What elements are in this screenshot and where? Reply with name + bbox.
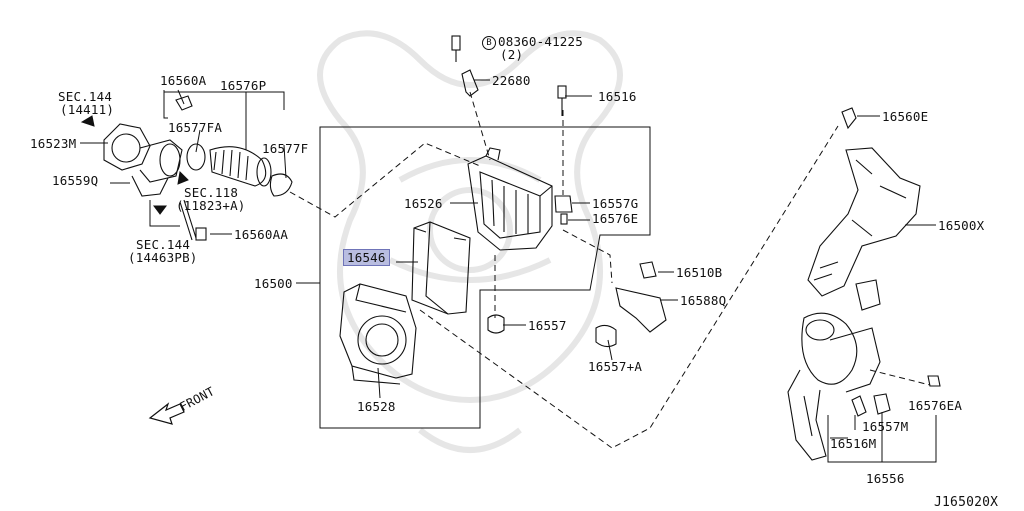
front-arrow-icon — [148, 402, 185, 425]
label-16557A-text: 16557+A — [588, 359, 643, 374]
label-16577FA-text: 16577FA — [168, 120, 223, 135]
label-16557G-text: 16557G — [592, 196, 639, 211]
label-16577F-text: 16577F — [262, 141, 309, 156]
label-bolt-qty: (2) — [500, 48, 523, 62]
label-16576E-text: 16576E — [592, 211, 639, 226]
filter-element — [411, 221, 471, 315]
label-16559Q-text: 16559Q — [52, 173, 99, 188]
label-16560E: 16560E — [882, 110, 928, 124]
label-16577F: 16577F — [262, 142, 308, 156]
label-16523M: 16523M — [30, 137, 76, 151]
label-sec118: SEC.118 — [184, 186, 238, 200]
assembly-box-16500 — [319, 126, 651, 429]
sec144a-text: SEC.144 — [58, 89, 113, 104]
label-16588Q-text: 16588Q — [680, 293, 727, 308]
label-16516M-text: 16516M — [830, 436, 877, 451]
bolt-qty-text: (2) — [500, 47, 524, 62]
label-16576P-text: 16576P — [220, 78, 267, 93]
sec144b-sub-text: (14463PB) — [128, 250, 198, 265]
label-16516-text: 16516 — [598, 89, 637, 104]
label-sec144-top-sub: (14411) — [60, 103, 114, 117]
label-16510B: 16510B — [676, 266, 722, 280]
label-sec144-bottom-sub: (14463PB) — [128, 251, 198, 265]
sec118-sub-text: (11823+A) — [176, 198, 246, 213]
sec118-text: SEC.118 — [184, 185, 239, 200]
label-16557A: 16557+A — [588, 360, 642, 374]
label-16557-text: 16557 — [528, 318, 567, 333]
label-16557M: 16557M — [862, 420, 908, 434]
label-sec118-sub: (11823+A) — [176, 199, 246, 213]
label-16500X-text: 16500X — [938, 218, 985, 233]
label-16576E: 16576E — [592, 212, 638, 226]
dashed-leaders — [289, 91, 931, 449]
label-16560E-text: 16560E — [882, 109, 929, 124]
bolt-code-text: 08360-41225 — [498, 34, 583, 49]
label-16560AA: 16560AA — [234, 228, 288, 242]
label-16510B-text: 16510B — [676, 265, 723, 280]
leader-lines — [80, 79, 937, 463]
label-16577FA: 16577FA — [168, 121, 222, 135]
label-16528-text: 16528 — [357, 399, 396, 414]
sec144b-text: SEC.144 — [136, 237, 191, 252]
label-16576P: 16576P — [220, 79, 266, 93]
label-16526: 16526 — [404, 197, 443, 211]
label-16516: 16516 — [598, 90, 637, 104]
label-sec144-bottom: SEC.144 — [136, 238, 190, 252]
label-16556: 16556 — [866, 472, 905, 486]
label-16546-text[interactable]: 16546 — [343, 249, 390, 266]
label-22680: 22680 — [492, 74, 531, 88]
air-cleaner-cover — [467, 147, 553, 251]
label-22680-text: 22680 — [492, 73, 531, 88]
label-16560A-text: 16560A — [160, 73, 207, 88]
label-16560AA-text: 16560AA — [234, 227, 289, 242]
sec144a-sub-text: (14411) — [60, 102, 115, 117]
label-16559Q: 16559Q — [52, 174, 98, 188]
fasteners — [451, 35, 941, 417]
label-16588Q: 16588Q — [680, 294, 726, 308]
bolt-symbol-icon: B — [482, 35, 496, 50]
label-16560A: 16560A — [160, 74, 206, 88]
section-arrows — [80, 115, 189, 215]
label-16516M: 16516M — [830, 437, 876, 451]
air-cleaner-lower-case — [339, 283, 417, 385]
label-16500-text: 16500 — [254, 276, 293, 291]
label-16557G: 16557G — [592, 197, 638, 211]
label-16500: 16500 — [254, 277, 293, 291]
label-16576EA-text: 16576EA — [908, 398, 963, 413]
diagram-id-text: J165020X — [934, 495, 999, 510]
label-16576EA: 16576EA — [908, 399, 962, 413]
label-16557M-text: 16557M — [862, 419, 909, 434]
throttle-duct-assembly — [103, 95, 293, 241]
label-16557: 16557 — [528, 319, 567, 333]
label-16526-text: 16526 — [404, 196, 443, 211]
diagram-id: J165020X — [934, 496, 998, 510]
label-16528: 16528 — [357, 400, 396, 414]
label-16523M-text: 16523M — [30, 136, 77, 151]
label-16546-highlighted[interactable]: 16546 — [343, 249, 390, 266]
label-16500X: 16500X — [938, 219, 984, 233]
label-sec144-top: SEC.144 — [58, 90, 112, 104]
resonator-assembly — [787, 147, 921, 461]
label-16556-text: 16556 — [866, 471, 905, 486]
